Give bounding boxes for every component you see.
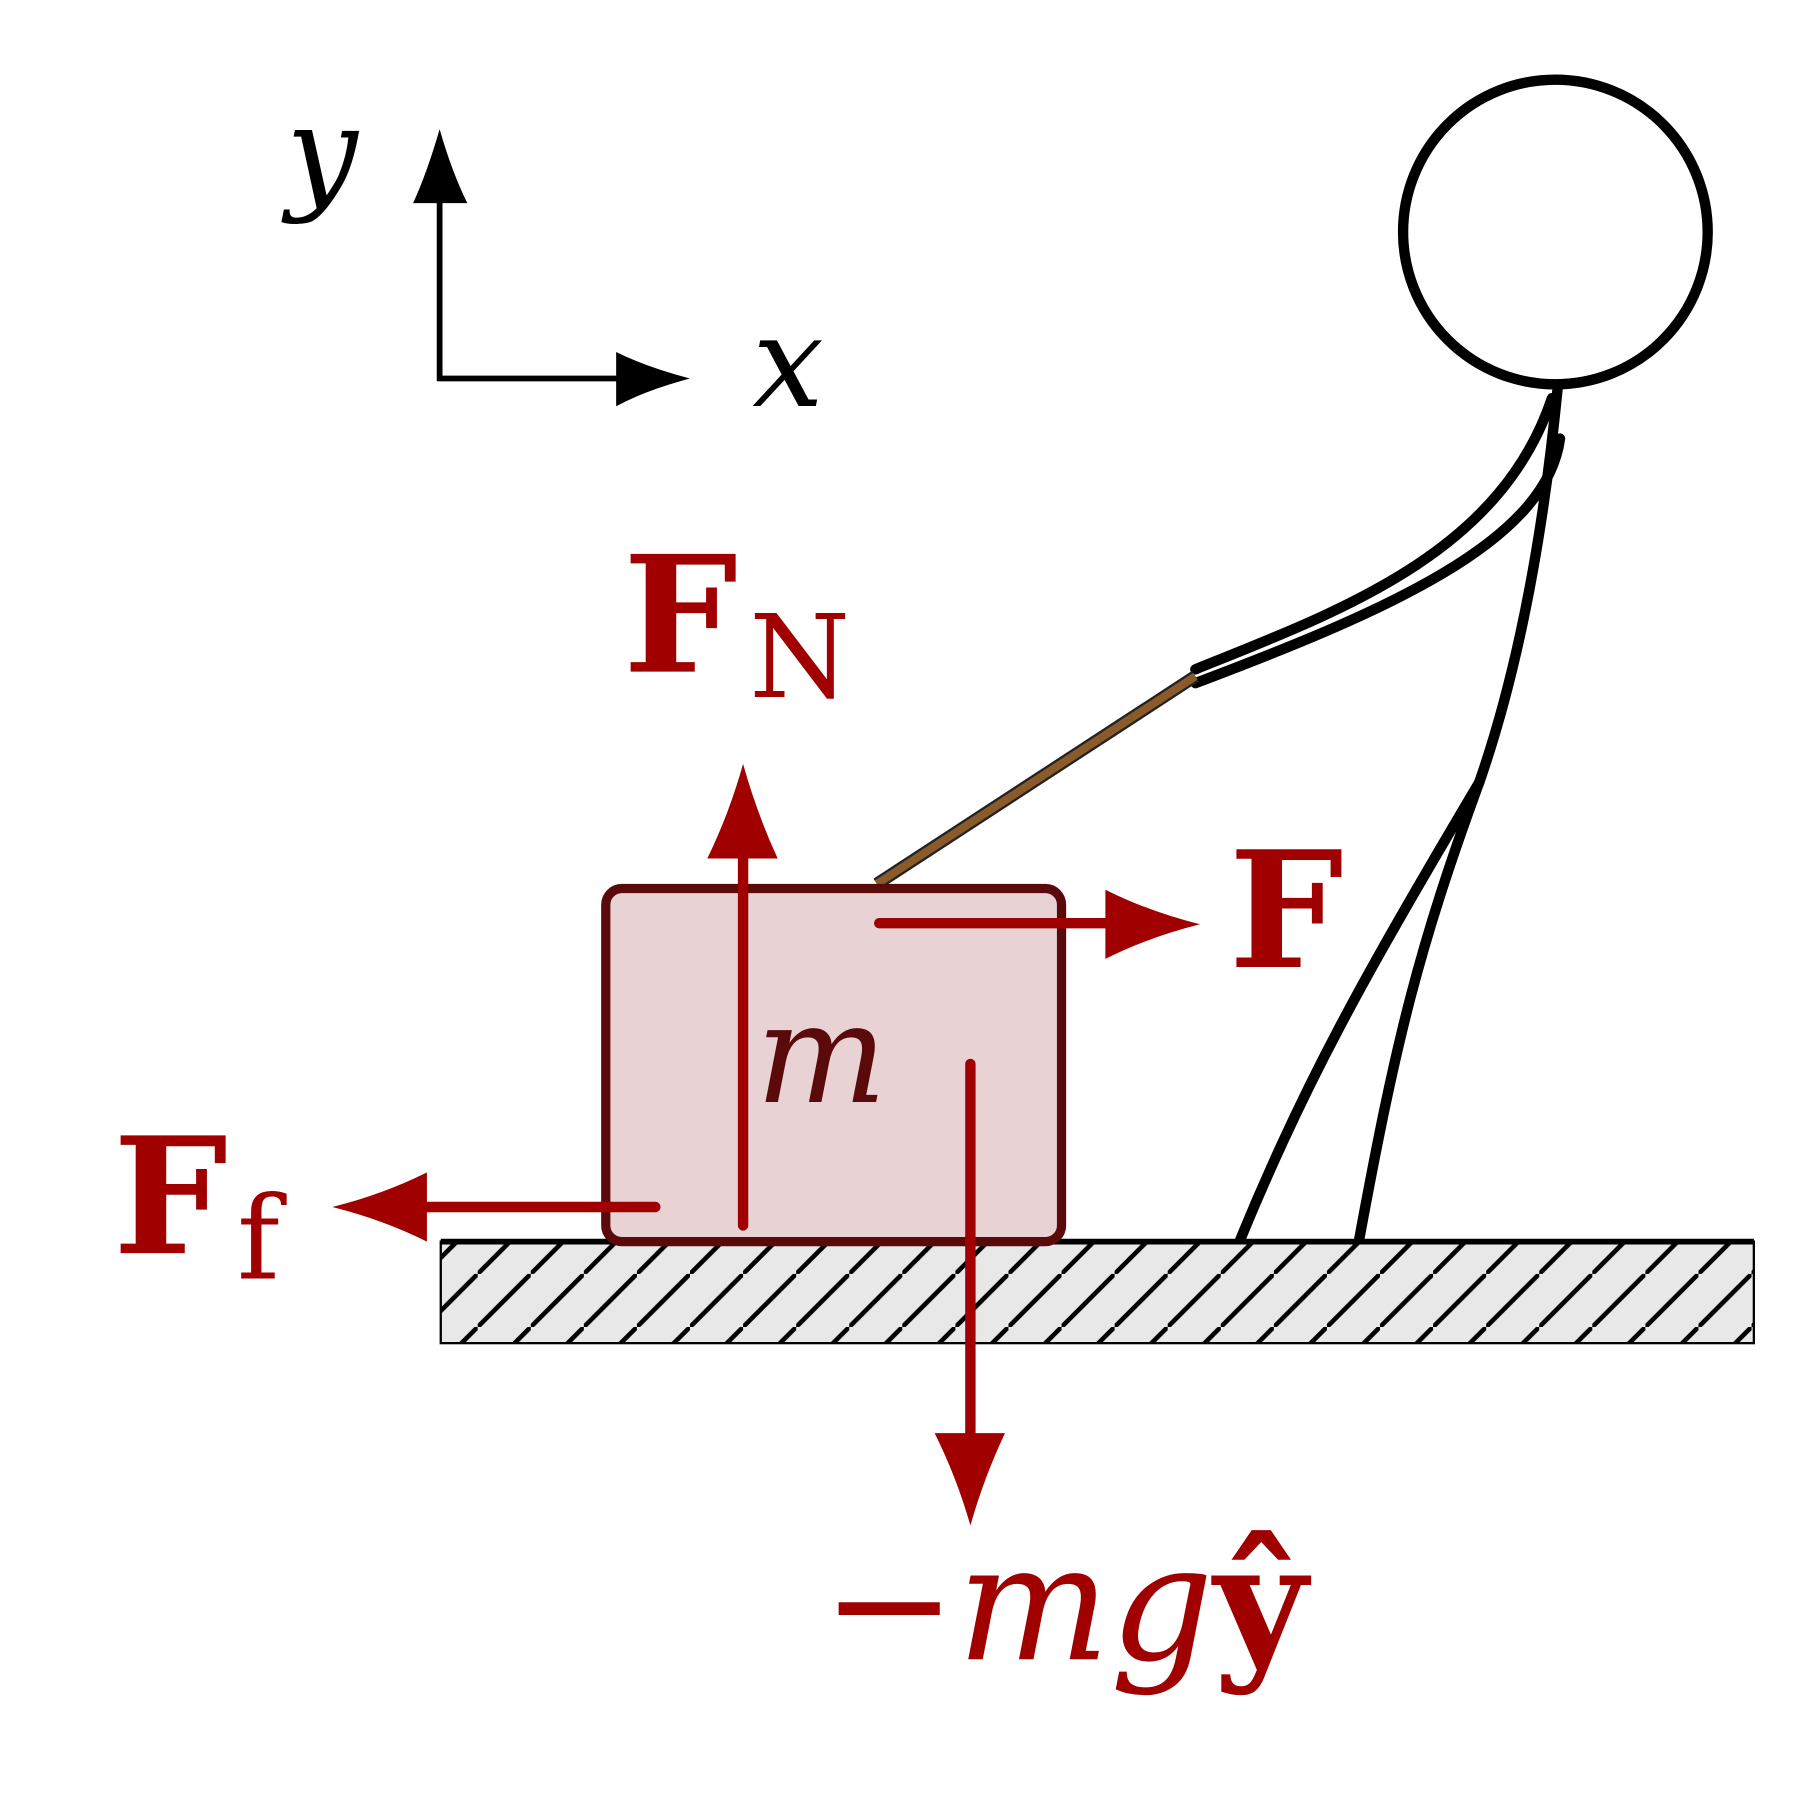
applied-force-label: F — [1229, 816, 1344, 1006]
applied-force-arrowhead-icon — [1105, 889, 1200, 959]
normal-force-subscript: N — [749, 591, 850, 725]
friction-force-subscript: f — [237, 1173, 287, 1307]
y-axis-arrowhead-icon — [413, 129, 468, 204]
stick-figure-person — [1190, 74, 1713, 1245]
ground — [439, 1238, 1755, 1345]
rope-inner — [874, 672, 1198, 888]
gravity-force-vector: −mgŷ — [822, 1058, 1312, 1698]
gravity-force-label: −mgŷ — [822, 1508, 1312, 1698]
friction-force-label: Ff — [113, 1102, 287, 1306]
torso — [1474, 382, 1563, 788]
head — [1397, 74, 1713, 390]
coordinate-axes: y x — [281, 78, 824, 436]
leg-left — [1235, 777, 1485, 1245]
friction-force-vector: Ff — [113, 1102, 661, 1307]
block-mass-label: m — [756, 973, 887, 1135]
arm-lower — [1190, 433, 1566, 689]
normal-force-arrowhead-icon — [707, 763, 778, 859]
leg-right — [1354, 777, 1485, 1245]
block — [601, 883, 1067, 1247]
x-axis-label: x — [752, 288, 824, 436]
arm-upper — [1190, 392, 1558, 675]
applied-force-vector: F — [874, 816, 1344, 1006]
gravity-force-arrowhead-icon — [934, 1433, 1005, 1526]
x-axis-arrowhead-icon — [616, 352, 690, 407]
friction-force-arrowhead-icon — [332, 1172, 427, 1242]
y-axis-label: y — [281, 78, 359, 226]
